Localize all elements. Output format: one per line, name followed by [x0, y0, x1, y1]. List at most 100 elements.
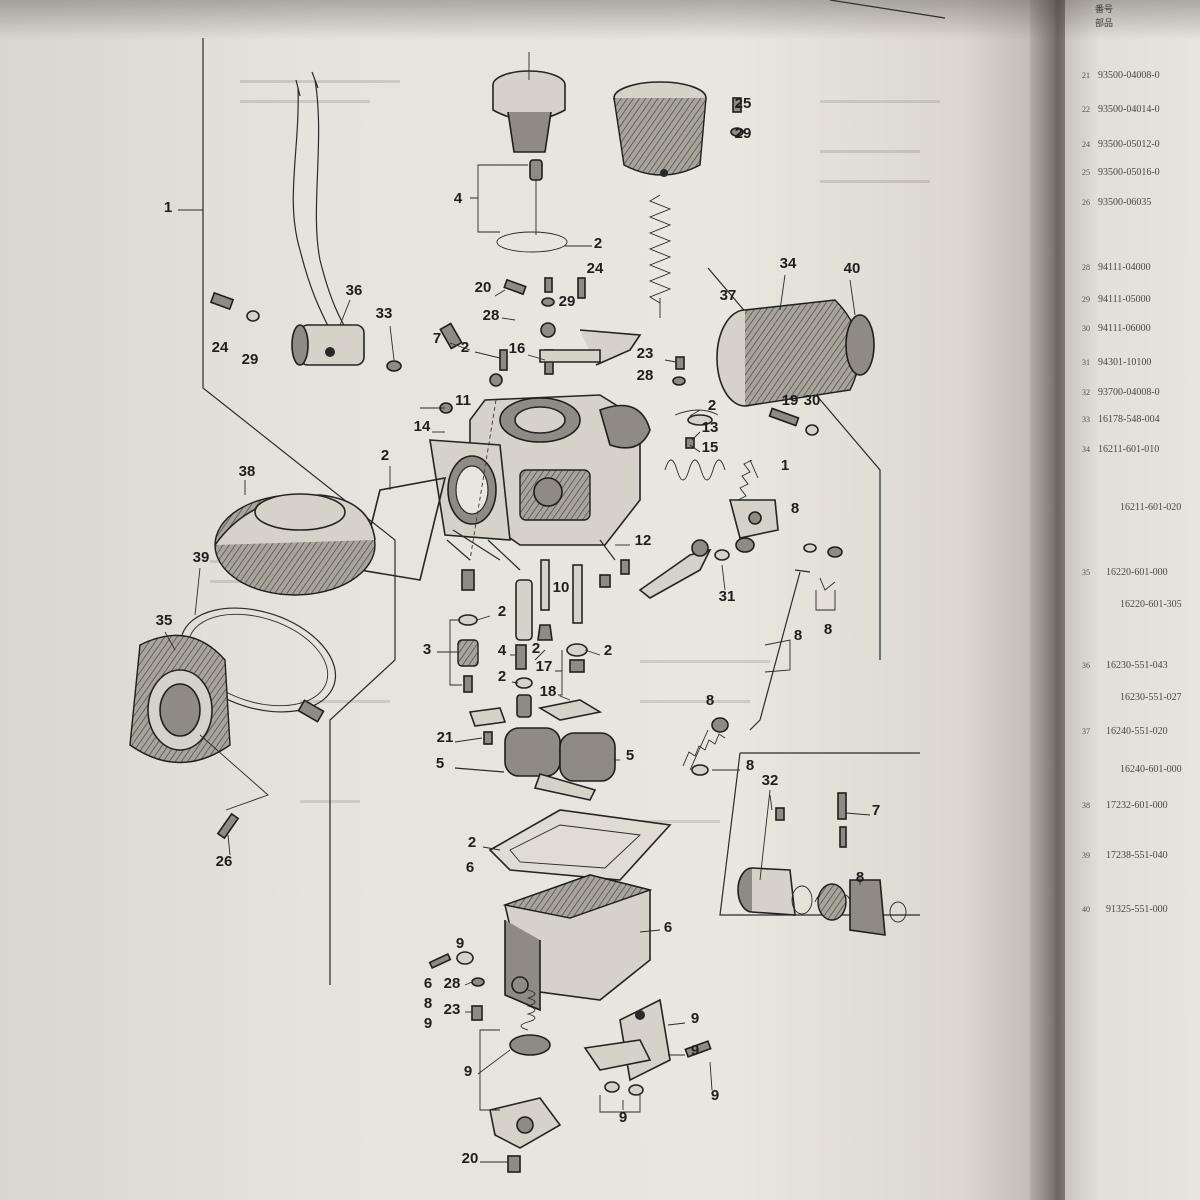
screw-25: [730, 97, 744, 137]
diaphragm-spring: [520, 989, 536, 1031]
callout-label: 3: [423, 641, 431, 658]
callout-label: 9: [464, 1063, 472, 1080]
callout-label: 38: [239, 463, 256, 480]
callout-label: 8: [856, 869, 864, 886]
callout-label: 14: [414, 418, 431, 435]
list-part-number: 93700-04008-0: [1098, 387, 1160, 398]
list-part-number: 93500-04014-0: [1098, 104, 1160, 115]
callout-label: 2: [498, 668, 506, 685]
callout-label: 8: [791, 500, 799, 517]
callout-label: 9: [424, 1015, 432, 1032]
leader-lines: [164, 105, 871, 1163]
list-part-number: 94301-10100: [1098, 357, 1151, 368]
list-header: 番号: [1095, 3, 1113, 15]
list-part-number: 16230-551-043: [1106, 660, 1168, 671]
list-index: 30: [1082, 324, 1090, 333]
return-spring: [648, 194, 672, 304]
list-index: 31: [1082, 358, 1090, 367]
list-index: 35: [1082, 568, 1090, 577]
parts-list: 番号部品2193500-04008-02293500-04014-0249350…: [1082, 3, 1182, 915]
callout-label: 20: [462, 1150, 479, 1167]
list-part-number: 91325-551-000: [1106, 904, 1168, 915]
bracket-8b: [764, 639, 791, 673]
list-index: 26: [1082, 198, 1090, 207]
air-funnel-34: [716, 299, 875, 407]
adjuster-spring: [682, 729, 726, 771]
callout-label: 33: [376, 305, 393, 322]
callout-label: 17: [536, 658, 553, 675]
callout-label: 8: [746, 757, 754, 774]
callout-label: 8: [706, 692, 714, 709]
callout-label: 29: [559, 293, 576, 310]
reference-line: [469, 399, 497, 561]
bracket-8: [815, 590, 836, 611]
list-index: 29: [1082, 295, 1090, 304]
list-part-number: 93500-05016-0: [1098, 167, 1160, 178]
list-part-number: 17232-601-000: [1106, 800, 1168, 811]
list-index: 32: [1082, 388, 1090, 397]
callout-label: 18: [540, 683, 557, 700]
list-index: 28: [1082, 263, 1090, 272]
wire-harness: [292, 79, 351, 336]
callout-label: 2: [468, 834, 476, 851]
bracket-21: [468, 707, 507, 727]
gasket-plate: [539, 349, 601, 363]
o-ring: [496, 231, 568, 253]
callout-label: 23: [637, 345, 654, 362]
callout-label: 1: [164, 199, 172, 216]
callout-label: 4: [454, 190, 463, 207]
callout-label: 36: [346, 282, 363, 299]
callout-label: 40: [844, 260, 861, 277]
callout-label: 23: [444, 1001, 461, 1018]
cap-8: [711, 717, 729, 733]
callout-label: 8: [794, 627, 802, 644]
washer-bracket: [599, 1095, 641, 1113]
bolt-26: [216, 812, 240, 840]
list-part-number: 16220-601-305: [1120, 599, 1182, 610]
list-part-number: 94111-05000: [1098, 294, 1151, 305]
callout-label: 2: [604, 642, 612, 659]
float-5: [454, 699, 616, 801]
top-shadow: [0, 0, 1200, 40]
list-header: 部品: [1095, 17, 1113, 29]
linkage-lever-8: [728, 499, 779, 539]
callout-label: 8: [824, 621, 832, 638]
list-index: 22: [1082, 105, 1090, 114]
callout-label: 39: [193, 549, 210, 566]
needle-jet-set: [529, 159, 543, 235]
screw-19: [768, 407, 819, 436]
bolt-24: [209, 291, 260, 322]
callout-label: 6: [424, 975, 432, 992]
callout-label: 16: [509, 340, 526, 357]
list-part-number: 16240-551-020: [1106, 726, 1168, 737]
list-part-number: 17238-551-040: [1106, 850, 1168, 861]
wire-terminals: [295, 71, 319, 97]
callout-label: 11: [455, 392, 471, 409]
list-part-number: 16211-601-020: [1120, 502, 1181, 513]
linkage-spring: [737, 459, 753, 501]
callout-label: 5: [626, 747, 634, 764]
callout-label: 28: [444, 975, 461, 992]
air-filter-38: [214, 493, 376, 596]
callout-label: 26: [216, 853, 233, 870]
callout-label: 34: [780, 255, 797, 272]
callout-label: 6: [664, 919, 672, 936]
callout-label: 2: [381, 447, 389, 464]
clip: [819, 577, 836, 591]
mount-bracket: [583, 998, 712, 1096]
drain-screw-set: [428, 951, 485, 1021]
callout-label: 2: [461, 339, 469, 356]
list-index: 39: [1082, 851, 1090, 860]
callout-label: 24: [587, 260, 604, 277]
control-rod: [749, 569, 811, 731]
callout-label: 7: [433, 330, 441, 347]
list-index: 21: [1082, 71, 1090, 80]
callout-label: 29: [242, 351, 259, 368]
list-part-number: 94111-04000: [1098, 262, 1151, 273]
callout-label: 31: [719, 588, 736, 605]
list-part-number: 16211-601-010: [1098, 444, 1159, 455]
callout-label: 29: [735, 125, 752, 142]
callout-label: 8: [424, 995, 432, 1012]
callout-label: 37: [720, 287, 737, 304]
